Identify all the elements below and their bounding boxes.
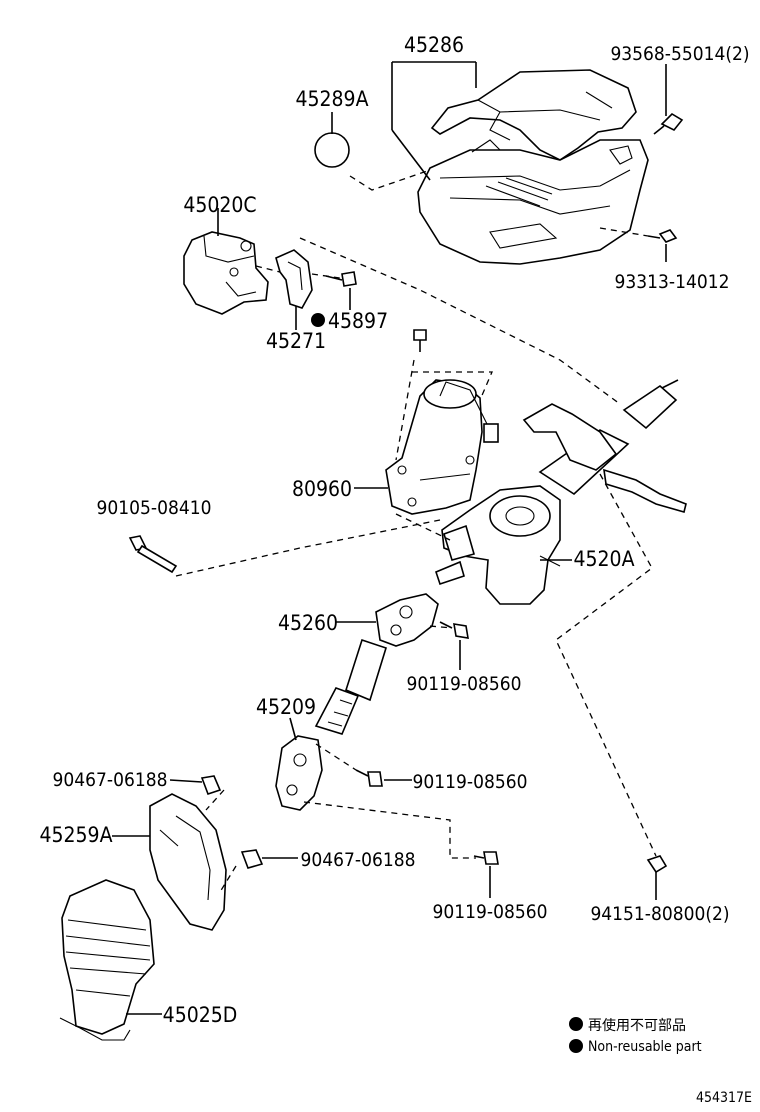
non-reusable-mark-45897 <box>311 313 325 327</box>
legend-english: Non-reusable part <box>588 1039 702 1055</box>
screw-45897-drawing <box>325 271 357 287</box>
motor-80960-drawing <box>385 329 499 515</box>
label-45025D: 45025D <box>163 1003 238 1027</box>
screw-93313-drawing <box>647 229 678 243</box>
label-4520A: 4520A <box>574 547 635 571</box>
legend-japanese: 再使用不可部品 <box>588 1017 686 1034</box>
label-45260: 45260 <box>278 611 338 635</box>
part-labels: 45286 45289A 93568-55014(2) 93313-14012 … <box>39 33 749 1027</box>
label-90105-08410: 90105-08410 <box>97 497 212 519</box>
horn-cap-drawing <box>314 132 350 168</box>
shaft-45260-drawing <box>314 593 439 735</box>
screw-93568-drawing <box>653 112 684 135</box>
label-93568-55014: 93568-55014(2) <box>610 43 749 65</box>
label-45209: 45209 <box>256 695 316 719</box>
label-90467-06188-a: 90467-06188 <box>53 769 168 791</box>
label-90119-08560-a: 90119-08560 <box>407 673 522 695</box>
label-90119-08560-b: 90119-08560 <box>413 771 528 793</box>
legend-dot-japanese <box>569 1017 583 1031</box>
legend-dot-english <box>569 1039 583 1053</box>
bracket-45020C-drawing <box>183 231 269 315</box>
leader-lines <box>112 61 667 1015</box>
assembly-dashed-lines <box>175 169 657 893</box>
cover-45259A-drawing <box>149 793 227 931</box>
screw-90119c-drawing <box>473 851 499 865</box>
label-45289A: 45289A <box>295 87 368 111</box>
column-assy-4520A-drawing <box>435 379 687 605</box>
label-90119-08560-c: 90119-08560 <box>433 901 548 923</box>
screw-90119a-drawing <box>439 621 469 639</box>
label-93313-14012: 93313-14012 <box>615 271 730 293</box>
legend: 再使用不可部品 Non-reusable part <box>569 1017 702 1055</box>
label-45271: 45271 <box>266 329 326 353</box>
joint-45209-drawing <box>275 735 323 811</box>
column-cover-drawing <box>417 69 649 265</box>
label-45259A: 45259A <box>39 823 112 847</box>
clip-90467b-drawing <box>240 849 264 869</box>
label-45897: 45897 <box>328 309 388 333</box>
label-45286: 45286 <box>404 33 464 57</box>
clip-94151-drawing <box>646 855 668 874</box>
bolt-90105-drawing <box>128 535 178 574</box>
label-80960: 80960 <box>292 477 352 501</box>
label-94151-80800: 94151-80800(2) <box>590 903 729 925</box>
label-45020C: 45020C <box>183 193 256 217</box>
clip-45271-drawing <box>275 249 313 309</box>
boot-45025D-drawing <box>59 879 155 1041</box>
clip-90467a-drawing <box>200 775 222 796</box>
diagram-code: 454317E <box>696 1090 752 1106</box>
screw-90119b-drawing <box>355 769 383 787</box>
label-90467-06188-b: 90467-06188 <box>301 849 416 871</box>
